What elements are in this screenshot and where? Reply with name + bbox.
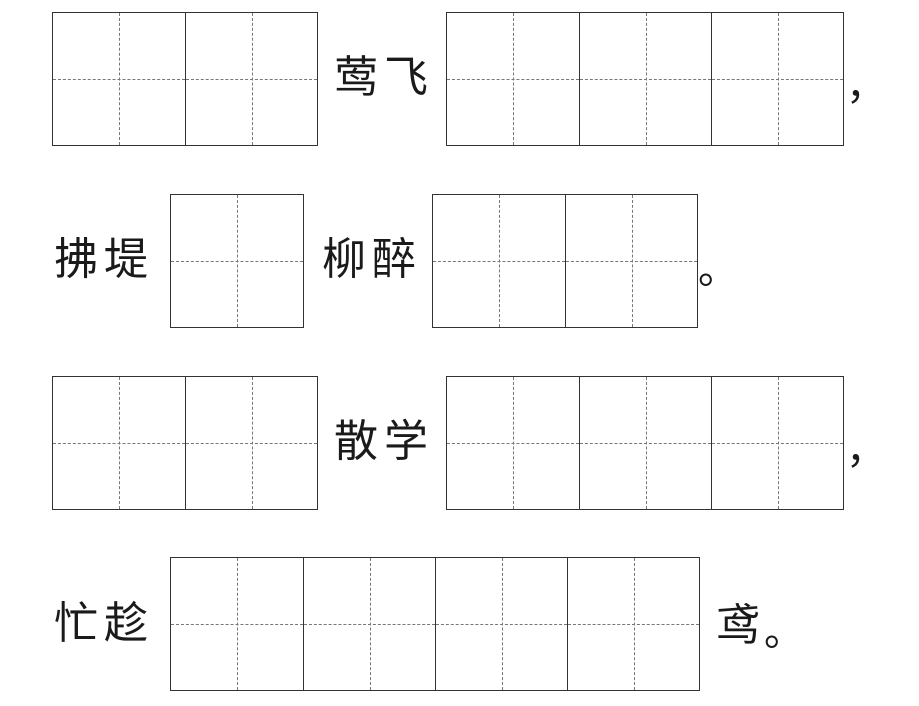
line1-blank-2[interactable] bbox=[446, 12, 844, 146]
line4-text-a: 忙趁 bbox=[54, 598, 154, 649]
writing-cell[interactable] bbox=[433, 195, 565, 327]
line4-blank-1[interactable] bbox=[170, 557, 700, 691]
writing-cell[interactable] bbox=[171, 558, 303, 690]
writing-cell[interactable] bbox=[303, 558, 435, 690]
writing-cell[interactable] bbox=[711, 377, 843, 509]
writing-cell[interactable] bbox=[579, 377, 711, 509]
line2-punct: 。 bbox=[698, 247, 738, 293]
line4-punct: 。 bbox=[764, 609, 804, 655]
writing-cell[interactable] bbox=[447, 13, 579, 145]
line1-punct: ， bbox=[846, 63, 886, 109]
writing-cell[interactable] bbox=[53, 377, 185, 509]
writing-cell[interactable] bbox=[53, 13, 185, 145]
line4-text-b: 鸢 bbox=[716, 600, 766, 651]
line1-blank-1[interactable] bbox=[52, 12, 318, 146]
writing-cell[interactable] bbox=[435, 558, 567, 690]
writing-cell[interactable] bbox=[447, 377, 579, 509]
line1-text: 莺飞 bbox=[334, 52, 434, 103]
line3-punct: ， bbox=[846, 427, 886, 473]
line3-blank-1[interactable] bbox=[52, 376, 318, 510]
writing-cell[interactable] bbox=[171, 195, 303, 327]
line2-text-a: 拂堤 bbox=[54, 234, 154, 285]
writing-cell[interactable] bbox=[579, 13, 711, 145]
line2-text-b: 柳醉 bbox=[322, 234, 422, 285]
writing-cell[interactable] bbox=[567, 558, 699, 690]
line3-blank-2[interactable] bbox=[446, 376, 844, 510]
line2-blank-1[interactable] bbox=[170, 194, 304, 328]
writing-cell[interactable] bbox=[185, 377, 317, 509]
writing-cell[interactable] bbox=[565, 195, 697, 327]
line3-text: 散学 bbox=[334, 416, 434, 467]
writing-cell[interactable] bbox=[185, 13, 317, 145]
writing-cell[interactable] bbox=[711, 13, 843, 145]
line2-blank-2[interactable] bbox=[432, 194, 698, 328]
